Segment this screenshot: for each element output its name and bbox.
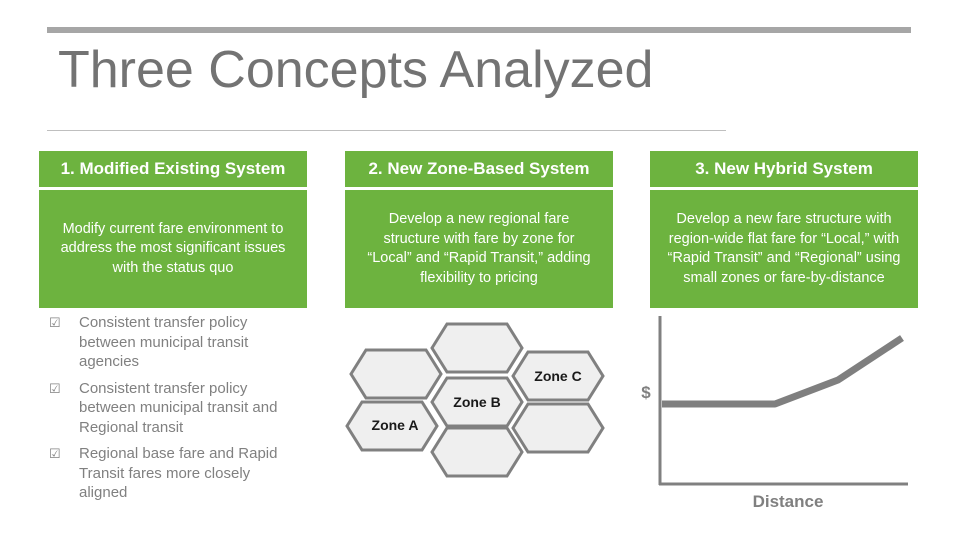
checklist-item-text: Regional base fare and Rapid Transit far… <box>79 445 278 501</box>
zone-b-label: Zone B <box>453 394 500 410</box>
hex-zone-b <box>430 376 524 428</box>
checkbox-checked-icon: ☑ <box>49 446 61 461</box>
checklist-item: ☑ Consistent transfer policy between mun… <box>49 379 299 438</box>
hex-zone-bottom <box>430 426 524 478</box>
concept-1-text: Modify current fare environment to addre… <box>60 220 286 276</box>
hex-zone-a <box>345 400 439 452</box>
zone-a-label: Zone A <box>372 417 419 433</box>
zone-c-label: Zone C <box>534 368 581 384</box>
concept-1-heading: 1. Modified Existing System <box>39 151 307 187</box>
concept-3-text: Develop a new fare structure with region… <box>667 211 901 286</box>
checkbox-checked-icon: ☑ <box>49 315 61 330</box>
title-divider <box>47 130 726 131</box>
concept-1-description: Modify current fare environment to addre… <box>39 190 307 308</box>
top-rule <box>47 27 911 33</box>
concept-2-heading: 2. New Zone-Based System <box>345 151 613 187</box>
y-axis-label: $ <box>641 383 651 402</box>
checklist-item-text: Consistent transfer policy between munic… <box>79 314 249 370</box>
checklist-item: ☑ Regional base fare and Rapid Transit f… <box>49 444 299 503</box>
hex-zone-top <box>430 322 524 374</box>
checkbox-checked-icon: ☑ <box>49 380 61 396</box>
issue-checklist: ☑ Consistent transfer policy between mun… <box>49 313 299 510</box>
hex-zone-left-upper <box>349 348 443 400</box>
hex-zone-right-lower <box>511 402 605 454</box>
checklist-item: ☑ Consistent transfer policy between mun… <box>49 313 299 372</box>
page-title: Three Concepts Analyzed <box>58 41 654 99</box>
fare-distance-chart: $ Distance <box>641 316 908 511</box>
hex-zone-c <box>511 350 605 402</box>
concept-2-description: Develop a new regional fare structure wi… <box>345 190 613 308</box>
fare-curve <box>662 335 904 408</box>
x-axis-label: Distance <box>753 492 824 511</box>
concept-3-heading: 3. New Hybrid System <box>650 151 918 187</box>
checklist-item-text: Consistent transfer policy between munic… <box>79 379 278 436</box>
concept-3-description: Develop a new fare structure with region… <box>650 190 918 308</box>
concept-2-text: Develop a new regional fare structure wi… <box>367 211 591 286</box>
zone-hexagon-diagram: Zone C Zone B Zone A <box>345 322 605 478</box>
